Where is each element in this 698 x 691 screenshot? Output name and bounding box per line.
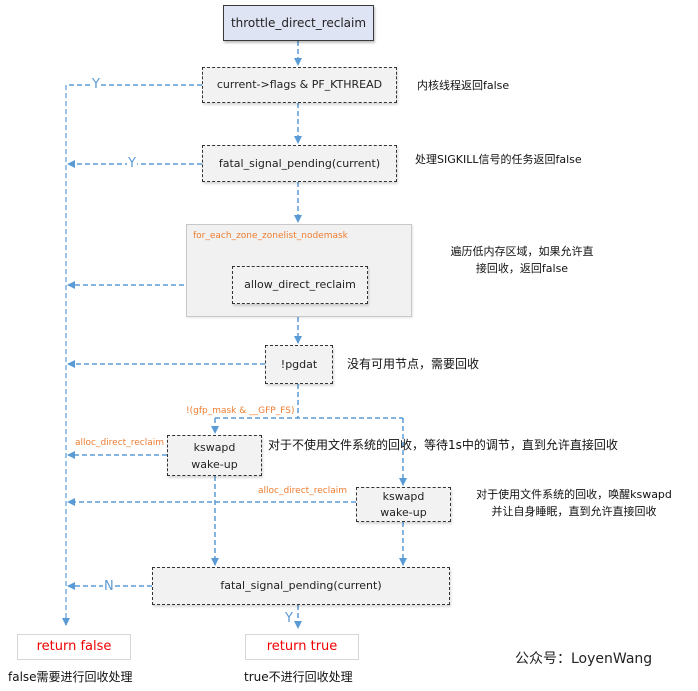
node-fatal-signal-pending-1: fatal_signal_pending(current) (202, 145, 397, 182)
zone-loop-label: for_each_zone_zonelist_nodemask (193, 231, 348, 241)
kswapd2-line2: wake-up (380, 505, 427, 519)
note-kswapd-fs-line2: 并让自身睡眠，直到允许直接回收 (491, 505, 657, 518)
node-kthread-check: current->flags & PF_KTHREAD (202, 67, 397, 103)
label-alloc-direct-reclaim-2: alloc_direct_reclaim (258, 486, 347, 496)
note-sigkill: 处理SIGKILL信号的任务返回false (415, 153, 582, 166)
start-node-throttle-direct-reclaim: throttle_direct_reclaim (223, 5, 374, 41)
node-kswapd-wakeup-2: kswapd wake-up (356, 487, 451, 522)
label-y-fatal2: Y (284, 611, 294, 626)
label-alloc-direct-reclaim-1: alloc_direct_reclaim (75, 438, 164, 448)
note-kswapd-fs-line1: 对于使用文件系统的回收，唤醒kswapd (476, 488, 672, 501)
kswapd1-line1: kswapd (193, 440, 236, 454)
return-true-box: return true (245, 634, 359, 660)
label-y-kthread: Y (91, 77, 101, 92)
note-zone-line1: 遍历低内存区域，如果允许直 (450, 245, 594, 258)
node-pgdat-check: !pgdat (265, 345, 333, 384)
note-pgdat: 没有可用节点，需要回收 (347, 357, 480, 371)
note-zone: 遍历低内存区域，如果允许直 接回收，返回false (436, 243, 608, 277)
node-allow-direct-reclaim: allow_direct_reclaim (232, 266, 368, 304)
note-kswapd-fs: 对于使用文件系统的回收，唤醒kswapd 并让自身睡眠，直到允许直接回收 (462, 486, 686, 520)
note-kthread: 内核线程返回false (417, 79, 510, 92)
kswapd2-line1: kswapd (382, 489, 425, 503)
watermark-loyenwang: 公众号：LoyenWang (515, 651, 653, 667)
node-kswapd-wakeup-1: kswapd wake-up (167, 435, 262, 476)
label-y-fatal1: Y (127, 156, 137, 171)
label-gfp-condition: !(gfp_mask & __GFP_FS) (186, 406, 295, 416)
note-return-false: false需要进行回收处理 (8, 670, 133, 684)
note-return-true: true不进行回收处理 (244, 670, 353, 684)
return-false-box: return false (17, 634, 131, 660)
label-n-fatal2: N (103, 579, 115, 594)
node-fatal-signal-pending-2: fatal_signal_pending(current) (152, 567, 450, 605)
note-zone-line2: 接回收，返回false (475, 262, 569, 275)
kswapd1-line2: wake-up (191, 457, 238, 471)
note-kswapd-nofs: 对于不使用文件系统的回收，等待1s中的调节，直到允许直接回收 (268, 438, 618, 452)
